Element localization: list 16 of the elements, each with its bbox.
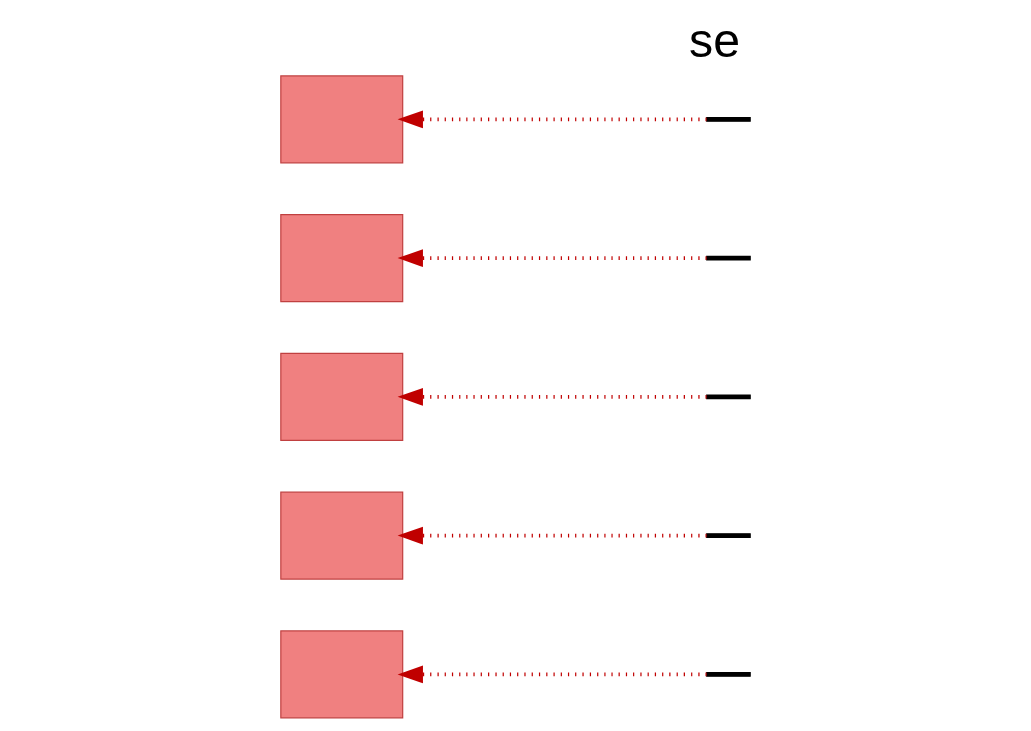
node-bar bbox=[706, 255, 751, 261]
node-box bbox=[280, 630, 404, 719]
node-box bbox=[280, 352, 404, 441]
node-bar bbox=[706, 671, 751, 677]
node-box bbox=[280, 75, 404, 164]
arrow bbox=[397, 249, 707, 267]
diagram-title: se bbox=[689, 12, 741, 67]
node-box bbox=[280, 491, 404, 580]
arrow bbox=[397, 665, 707, 684]
node-box bbox=[280, 214, 404, 303]
node-bar bbox=[706, 533, 751, 539]
arrow bbox=[397, 110, 707, 129]
node-bar bbox=[706, 116, 751, 122]
node-bar bbox=[706, 394, 751, 400]
arrow bbox=[397, 388, 707, 406]
arrow bbox=[397, 526, 707, 545]
